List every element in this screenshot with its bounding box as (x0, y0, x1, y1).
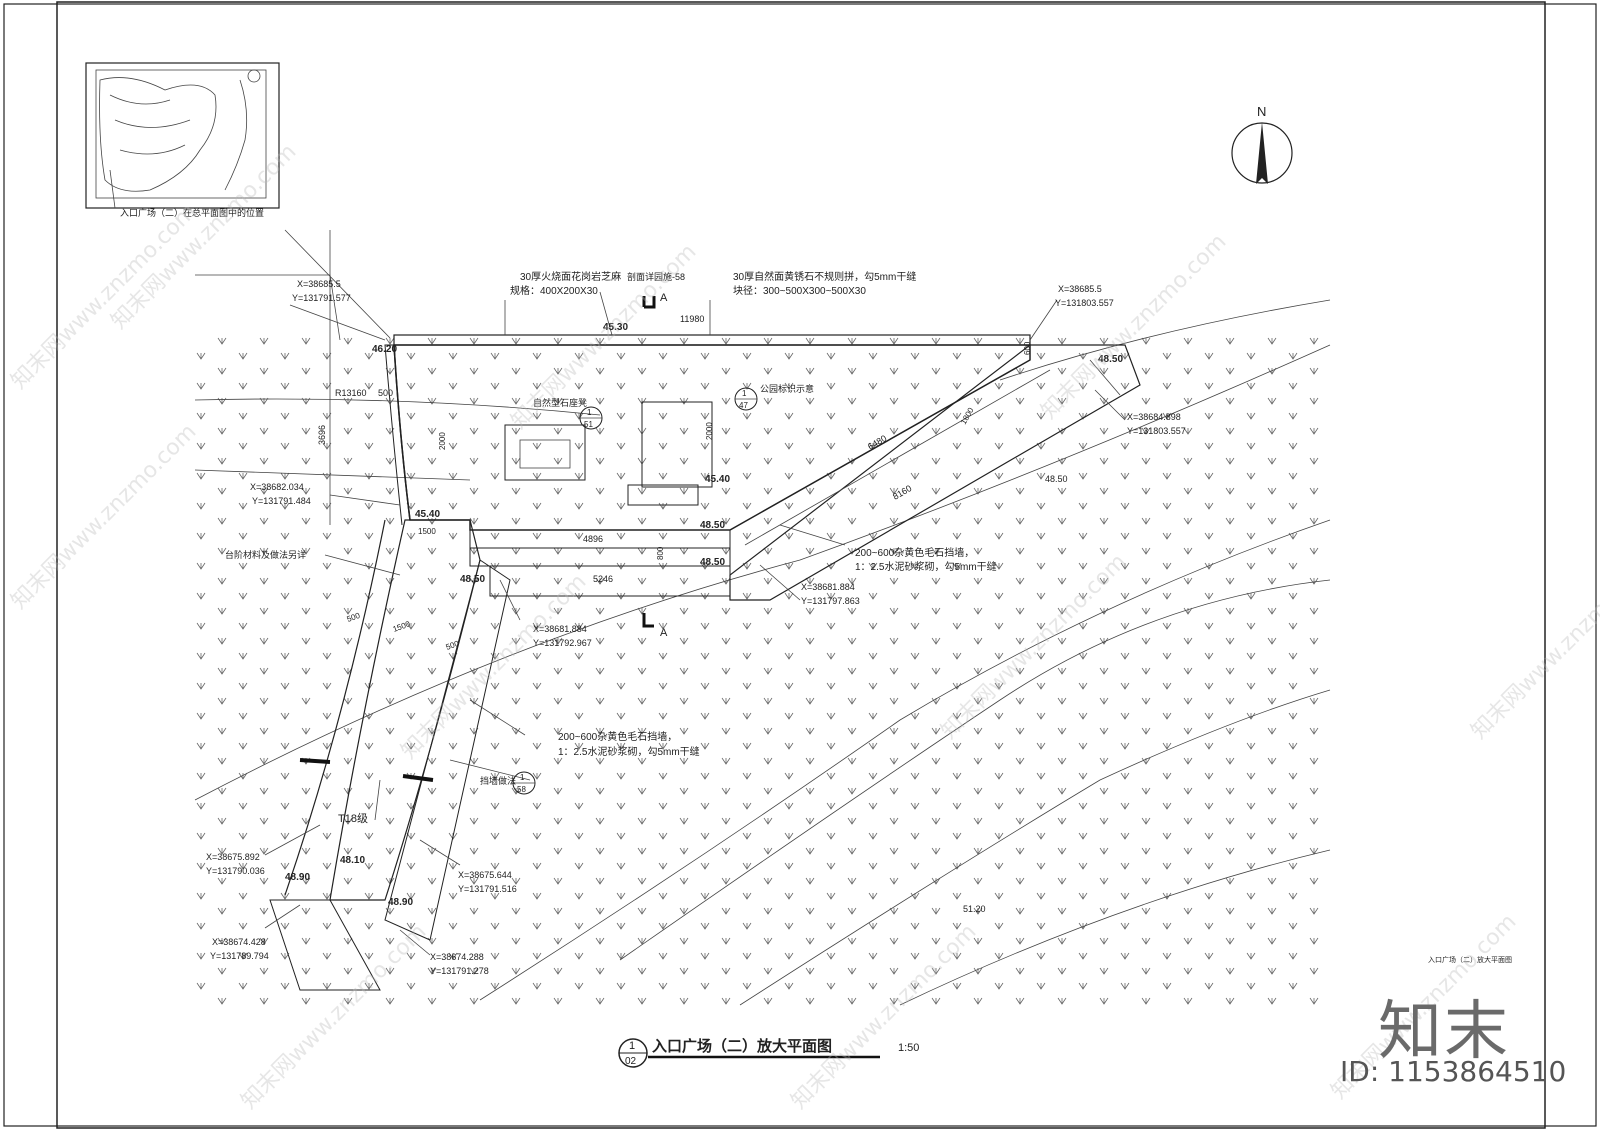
coord-x: X=38674.288 (430, 952, 484, 962)
paving-note-2-line2: 块径：300~500X300~500X30 (733, 284, 866, 297)
dimension: 2000 (438, 432, 447, 450)
elevation: 48.90 (388, 897, 413, 908)
dimension: 5246 (593, 574, 613, 584)
elevation: 48.50 (1045, 474, 1068, 484)
coord-x: X=38681.884 (801, 582, 855, 592)
coord-y: Y=131797.863 (801, 596, 860, 606)
coord-y: Y=131790.036 (206, 866, 265, 876)
coord-y: Y=131791.278 (430, 966, 489, 976)
retaining-note: 挡墙做法 (480, 775, 516, 786)
brand-logo: 知末 (1378, 995, 1510, 1069)
elevations: 46.20 45.30 48.50 45.40 45.40 48.50 48.5… (285, 322, 1123, 914)
coord-y: Y=131791.516 (458, 884, 517, 894)
svg-text:知末网www.znzmo.com: 知末网www.znzmo.com (107, 139, 302, 334)
section-marks: A A (642, 292, 668, 639)
svg-text:47: 47 (739, 401, 748, 410)
north-label: N (1257, 104, 1266, 119)
detail-ref-3: 1 58 (512, 771, 536, 795)
elevation: 48.50 (460, 574, 485, 585)
elevation: 45.40 (415, 509, 440, 520)
paving-note-1-line1: 30厚火烧面花岗岩芝麻 (520, 270, 621, 283)
coord-x: X=38681.884 (533, 624, 587, 634)
dimension: 3696 (317, 425, 327, 445)
elevation: 48.50 (700, 520, 725, 531)
steps-label: T18级 (338, 812, 368, 825)
side-label: 入口广场（二）放大平面图 (1428, 955, 1512, 964)
dimension: 11980 (680, 314, 704, 324)
annotations: 30厚火烧面花岗岩芝麻 规格：400X200X30 剖面详园施-58 30厚自然… (225, 270, 997, 825)
image-id: ID: 1153864510 (1340, 1055, 1567, 1088)
coord-x: X=38675.644 (458, 870, 512, 880)
elevation: 51.20 (963, 904, 986, 914)
svg-text:1: 1 (742, 389, 747, 398)
elevation: 45.30 (603, 322, 628, 333)
north-arrow: N (1231, 104, 1293, 184)
coord-x: X=38682.034 (250, 482, 304, 492)
section-mark-top: A (660, 292, 668, 304)
sheet-border (3, 3, 1597, 1127)
dimension: 2000 (705, 422, 714, 440)
coord-y: Y=131803.557 (1055, 298, 1114, 308)
detail-ref-1: 1 51 (579, 406, 603, 430)
title-sheet: 02 (625, 1056, 637, 1067)
grass-area (195, 335, 1330, 1005)
elevation: 48.90 (285, 872, 310, 883)
coord-x: X=38685.5 (297, 279, 341, 289)
elevation: 48.10 (340, 855, 365, 866)
wall-note-1-line1: 200~600杂黄色毛石挡墙， (855, 546, 974, 559)
title-text: 入口广场（二）放大平面图 (652, 1037, 832, 1055)
dimension: 4896 (583, 534, 603, 544)
coord-y: Y=131789.794 (210, 951, 269, 961)
dimension: 600 (1023, 341, 1032, 355)
elevation: 48.50 (700, 557, 725, 568)
planter-strips (469, 529, 731, 597)
drawing-title: 1 02 入口广场（二）放大平面图 1:50 (618, 1037, 919, 1068)
coordinates: X=38685.5 Y=131791.577 X=38685.5 Y=13180… (206, 279, 1186, 976)
coord-y: Y=131792.967 (533, 638, 592, 648)
svg-text:知末网www.znzmo.com: 知末网www.znzmo.com (1467, 549, 1600, 744)
stairs (269, 519, 511, 991)
leader-lines (264, 291, 1126, 956)
coord-x: X=38675.892 (206, 852, 260, 862)
key-plan-label: 入口广场（二）在总平面图中的位置 (120, 207, 264, 218)
wall-note-1-line2: 1：2.5水泥砂浆砌，勾5mm干缝 (855, 560, 997, 573)
coord-x: X=38684.898 (1127, 412, 1181, 422)
section-mark-bottom: A (660, 627, 668, 639)
section-ref: 剖面详园施-58 (627, 271, 685, 282)
svg-text:1: 1 (587, 408, 592, 417)
elevation: 45.40 (705, 474, 730, 485)
stone-seat-label: 自然型石座凳 (533, 397, 587, 408)
svg-text:知末网www.znzmo.com: 知末网www.znzmo.com (7, 419, 202, 614)
title-scale: 1:50 (898, 1042, 919, 1054)
drawing-frame (56, 1, 1546, 1129)
coord-y: Y=131791.484 (252, 496, 311, 506)
dimension: 800 (656, 546, 665, 560)
elevation: 48.50 (1098, 354, 1123, 365)
svg-text:58: 58 (517, 785, 526, 794)
coord-x: X=38674.428 (212, 937, 266, 947)
sculpture-label: 公园标识示意 (760, 383, 814, 394)
svg-text:知末网www.znzmo.com: 知末网www.znzmo.com (7, 199, 202, 394)
wall-note-2-line2: 1：2.5水泥砂浆砌，勾5mm干缝 (558, 745, 700, 758)
title-number: 1 (629, 1040, 635, 1052)
svg-text:1: 1 (520, 773, 525, 782)
wall-note-2-line1: 200~600杂黄色毛石挡墙， (558, 730, 677, 743)
paving-note-2-line1: 30厚自然面黄锈石不规则拼，勾5mm干缝 (733, 270, 916, 283)
detail-refs: 1 51 1 47 1 58 (512, 387, 758, 795)
dimension: 500 (445, 639, 461, 652)
dimension: 500 (346, 611, 362, 624)
coord-x: X=38685.5 (1058, 284, 1102, 294)
dimension: 1500 (418, 527, 436, 536)
dimension: 500 (378, 388, 393, 398)
svg-text:51: 51 (584, 420, 593, 429)
dimension: R13160 (335, 388, 367, 398)
paving-note-1-line2: 规格：400X200X30 (510, 284, 598, 297)
coord-y: Y=131803.557 (1127, 426, 1186, 436)
key-plan: 入口广场（二）在总平面图中的位置 (85, 62, 280, 218)
coord-y: Y=131791.577 (292, 293, 351, 303)
steps-note: 台阶材料及做法另详 (225, 549, 306, 560)
elevation: 46.20 (372, 344, 397, 355)
detail-ref-2: 1 47 (734, 387, 758, 411)
